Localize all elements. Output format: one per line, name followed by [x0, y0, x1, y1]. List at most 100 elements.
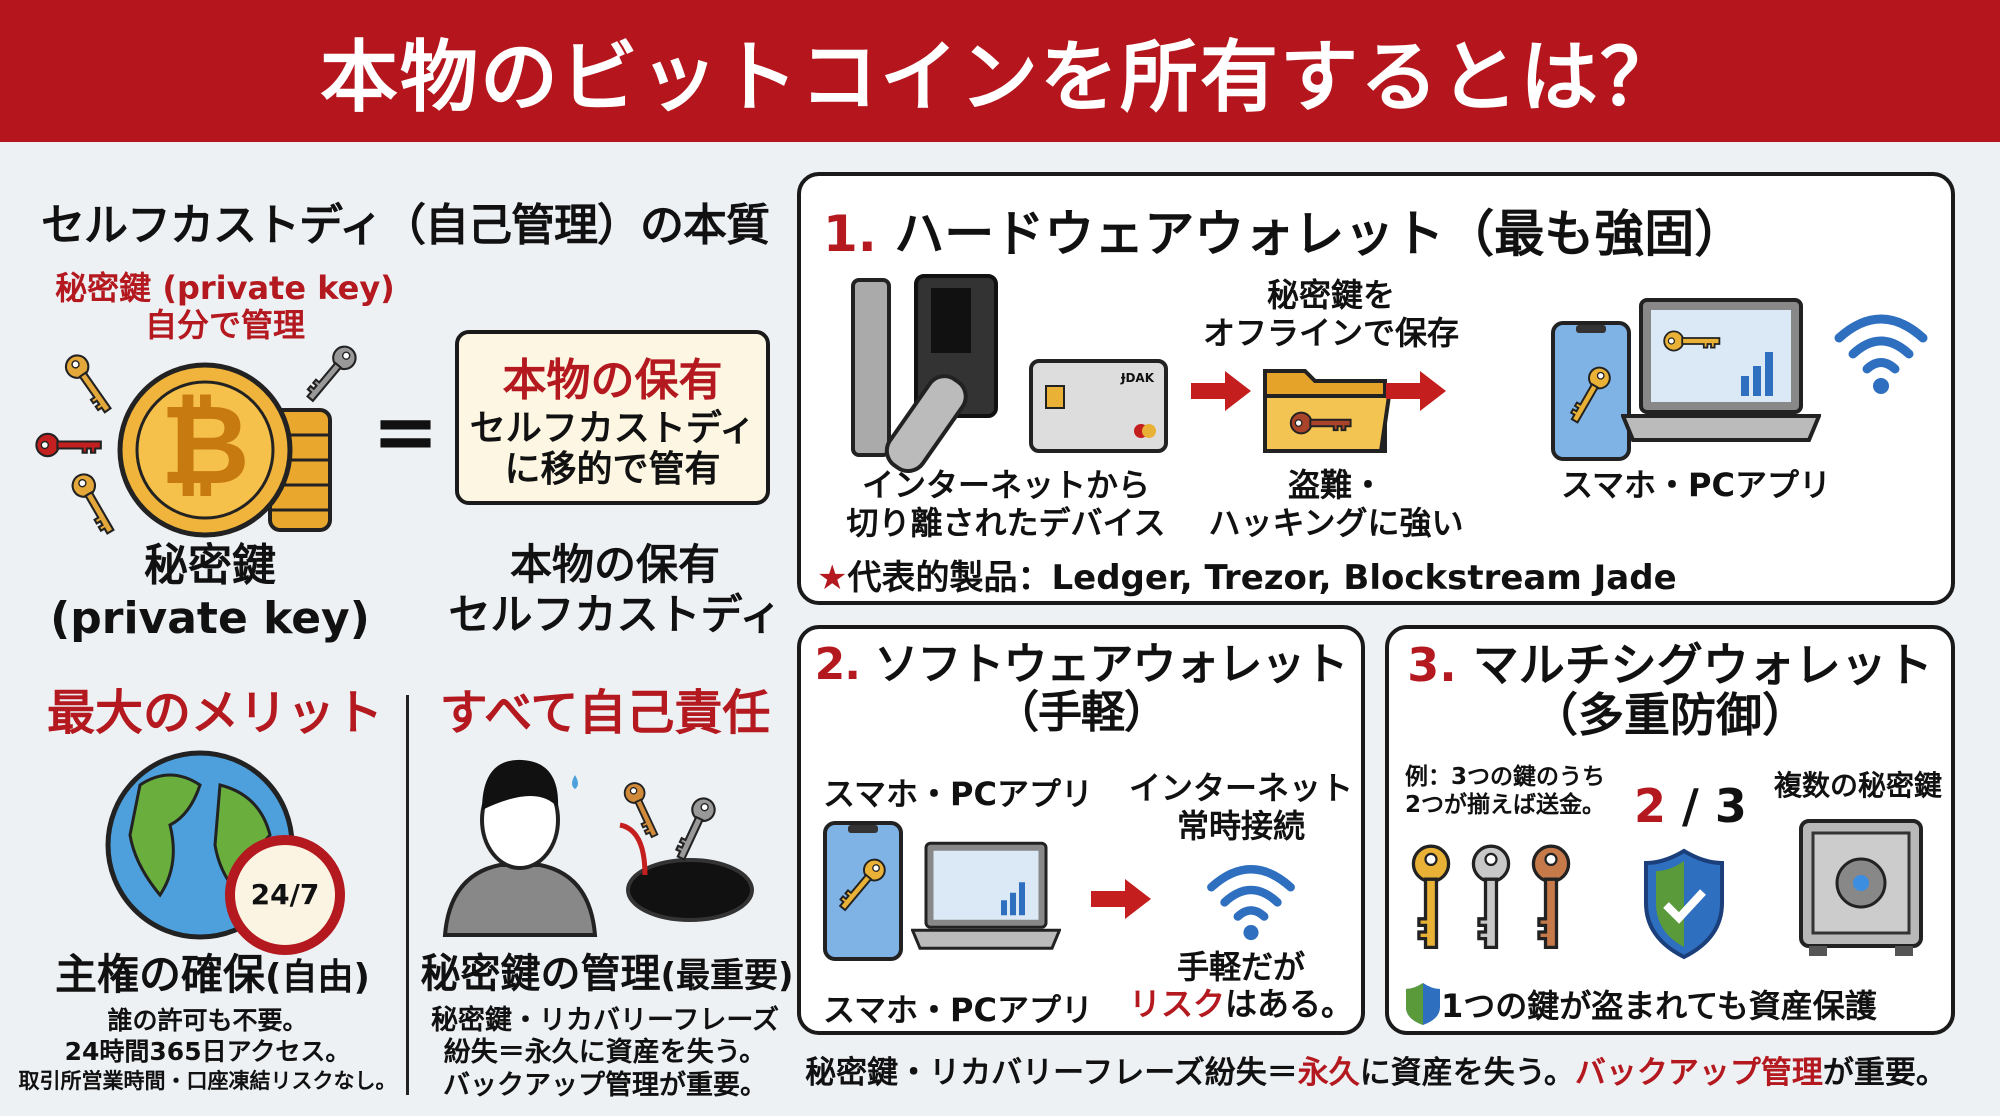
key-icon	[669, 793, 720, 864]
risk-rest: はある。	[1225, 984, 1354, 1023]
hardware-devices-illustration	[851, 274, 1168, 473]
app-label: スマホ・PCアプリ	[1561, 466, 1831, 504]
star-icon: ★	[817, 558, 848, 598]
panel-title: ソフトウェアウォレット	[874, 639, 1348, 690]
risk-line: 手軽だが	[1176, 948, 1305, 986]
merit-description: 誰の許可も不要。 24時間365日アクセス。 取引所営業時間・口座凍結リスクなし…	[10, 1005, 405, 1094]
wifi-icon	[1201, 857, 1301, 942]
laptop-icon	[1621, 298, 1821, 442]
panel-title: マルチシグウォレット	[1472, 638, 1933, 692]
box-line: セルフカストディ	[469, 408, 756, 449]
clock-text: 24/7	[250, 878, 320, 911]
true-ownership-box: 本物の保有 セルフカストディ に移的で管有	[455, 330, 770, 505]
software-wallet-panel: 2. ソフトウェアウォレット （手軽） スマホ・PCアプリ インターネット 常時…	[797, 625, 1365, 1035]
key-icon	[300, 340, 362, 407]
panel-subtitle: （手軽）	[995, 686, 1168, 738]
key-icon	[67, 469, 122, 539]
merit-line: 誰の許可も不要。	[107, 1006, 308, 1035]
merit-title-main: 主権の確保	[55, 950, 266, 999]
device-label-line: インターネットから	[861, 466, 1150, 504]
hole-icon	[626, 858, 754, 922]
key-icon	[1411, 844, 1451, 950]
wifi-icon	[1831, 306, 1931, 396]
risk-highlight: リスク	[1128, 984, 1225, 1023]
resist-label-line: ハッキングに強い	[1208, 504, 1464, 543]
key-note-line: 自分で管理	[144, 305, 305, 344]
equals-sign: =	[372, 385, 440, 478]
responsibility-title: 秘密鍵の管理(最重要)	[412, 950, 802, 998]
device-label: インターネットから 切り離されたデバイス	[821, 466, 1191, 543]
merit-line: 24時間365日アクセス。	[64, 1037, 351, 1067]
hardware-title: 1. ハードウェアウォレット（最も強固）	[823, 194, 1744, 266]
panel-title: ハードウェアウォレット（最も強固）	[894, 205, 1745, 263]
globe-clock-illustration	[105, 750, 345, 955]
merit-line: 取引所営業時間・口座凍結リスクなし。	[18, 1068, 397, 1093]
bitcoin-coin-keys-illustration	[35, 340, 362, 539]
internet-label: インターネット 常時接続	[1121, 769, 1361, 846]
offline-label-line: オフラインで保存	[1202, 314, 1459, 353]
multisig-title: 3. マルチシグウォレット （多重防御）	[1389, 638, 1951, 740]
signature-ratio: 2 / 3	[1634, 779, 1747, 833]
device-label-line: 切り離されたデバイス	[846, 504, 1166, 543]
resist-label: 盗難・ ハッキングに強い	[1196, 466, 1476, 543]
usb-stick-icon	[851, 278, 891, 457]
arrow-right-icon	[1091, 879, 1151, 919]
responsibility-title-main: 秘密鍵の管理	[420, 951, 661, 997]
protect-text: 1つの鍵が盗まれても資産保護	[1441, 987, 1877, 1025]
footer-text: が重要。	[1822, 1055, 1947, 1091]
phone-icon	[1551, 321, 1631, 461]
example-line: 2つが揃えば送金。	[1405, 791, 1606, 818]
software-title: 2. ソフトウェアウォレット （手軽）	[801, 641, 1361, 736]
protect-line: 1つの鍵が盗まれても資産保護	[1405, 981, 1877, 1027]
three-keys-icon	[1411, 844, 1571, 950]
bitcoin-symbol: ₿	[160, 381, 250, 509]
ratio-total: / 3	[1666, 779, 1747, 833]
key-icon	[35, 432, 102, 458]
key-icon	[1471, 844, 1511, 950]
card-brand: ɈDAK	[1121, 371, 1155, 385]
box-title: 本物の保有	[502, 355, 723, 406]
shield-check-icon	[1644, 848, 1724, 960]
footer-text: に資産を失う。	[1359, 1055, 1575, 1091]
products-line: ★代表的製品：Ledger, Trezor, Blockstream Jade	[817, 550, 1677, 599]
footer-text: 秘密鍵・リカバリーフレーズ紛失＝	[805, 1055, 1298, 1091]
result-label-line: 本物の保有	[509, 540, 720, 589]
merit-title-paren: (自由)	[265, 957, 370, 998]
merit-heading: 最大のメリット	[46, 685, 383, 741]
responsibility-heading: すべて自己責任	[439, 685, 771, 741]
internet-label-line: インターネット	[1128, 769, 1353, 807]
footer-highlight: バックアップ管理	[1574, 1055, 1823, 1091]
arrow-right-icon	[1191, 371, 1251, 411]
person-icon	[442, 863, 598, 937]
products-text: 代表的製品：Ledger, Trezor, Blockstream Jade	[847, 558, 1677, 598]
merit-title: 主権の確保(自由)	[20, 950, 405, 1000]
resist-label-line: 盗難・	[1287, 466, 1384, 504]
footer-warning: 秘密鍵・リカバリーフレーズ紛失＝永久に資産を失う。バックアップ管理が重要。	[797, 1055, 1955, 1092]
key-note: 秘密鍵 (private key) 自分で管理	[20, 270, 430, 344]
coin-label-line: (private key)	[50, 592, 370, 644]
keys-label: 複数の秘密鍵	[1774, 769, 1943, 802]
app-label-top: スマホ・PCアプリ	[823, 775, 1093, 813]
laptop-icon	[911, 841, 1061, 950]
coin-label: 秘密鍵 (private key)	[40, 540, 380, 646]
responsibility-line: 紛失＝永久に資産を失う。	[443, 1037, 767, 1069]
hardware-wallet-panel: 1. ハードウェアウォレット（最も強固） ɈDAK 秘密鍵を オフラインで保存 …	[797, 172, 1955, 605]
responsibility-description: 秘密鍵・リカバリーフレーズ 紛失＝永久に資産を失う。 バックアップ管理が重要。	[415, 1005, 795, 1102]
panel-number: 1.	[823, 205, 877, 263]
card-wallet-icon	[1029, 359, 1168, 453]
key-icon	[60, 349, 118, 418]
footer-highlight: 永久	[1297, 1055, 1360, 1091]
responsibility-line: バックアップ管理が重要。	[443, 1069, 767, 1101]
box-line: に移的で管有	[504, 449, 721, 491]
key-note-line: 秘密鍵 (private key)	[55, 269, 395, 307]
key-icon	[1531, 844, 1571, 950]
offline-label-line: 秘密鍵を	[1266, 276, 1395, 314]
offline-label: 秘密鍵を オフラインで保存	[1191, 276, 1471, 353]
lost-key-illustration	[442, 759, 754, 937]
key-icon	[620, 778, 665, 841]
panel-number: 2.	[814, 639, 861, 690]
shield-icon	[1406, 983, 1440, 1025]
header-banner: 本物のビットコインを所有するとは？	[0, 0, 2000, 142]
result-label-line: セルフカストディ	[448, 590, 782, 640]
folder-key-icon	[1263, 369, 1392, 453]
